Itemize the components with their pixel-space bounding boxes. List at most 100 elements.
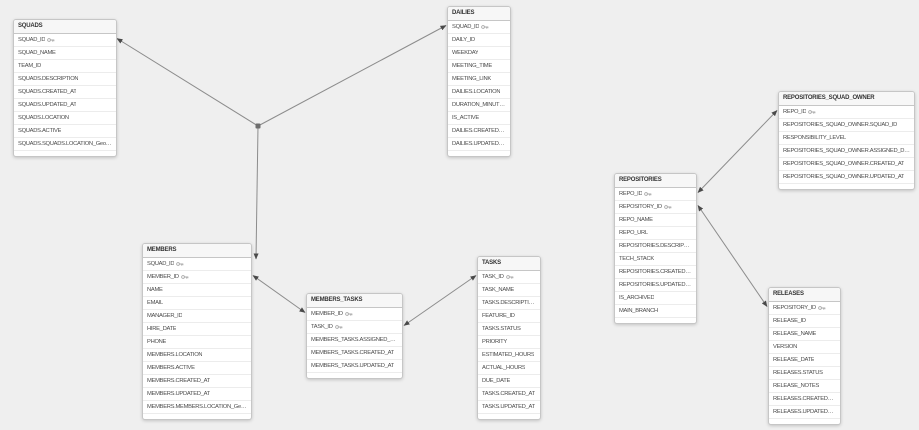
relationship-line-junction-to-dailies[interactable] <box>257 25 447 127</box>
field-row-squads-5[interactable]: SQUADS.UPDATED_AT <box>14 99 116 112</box>
relationship-line-members_tasks-to-tasks[interactable] <box>403 275 477 326</box>
field-row-dailies-1[interactable]: DAILY_ID <box>448 34 510 47</box>
field-row-tasks-0[interactable]: TASK_ID <box>478 271 540 284</box>
field-row-repositories_squad_owner-2[interactable]: RESPONSIBILITY_LEVEL <box>779 132 914 145</box>
relationship-line-junction-to-members[interactable] <box>253 125 259 260</box>
field-row-tasks-8[interactable]: DUE_DATE <box>478 375 540 388</box>
field-row-members-6[interactable]: PHONE <box>143 336 251 349</box>
table-title-members[interactable]: MEMBERS <box>143 244 251 258</box>
field-row-members_tasks-0[interactable]: MEMBER_ID <box>307 308 402 321</box>
relationship-line-squads-to-junction[interactable] <box>116 38 259 127</box>
field-row-members-11[interactable]: MEMBERS.MEMBERS.LOCATION_GeoInfo <box>143 401 251 414</box>
field-row-members_tasks-4[interactable]: MEMBERS_TASKS.UPDATED_AT <box>307 360 402 373</box>
field-row-members-3[interactable]: EMAIL <box>143 297 251 310</box>
field-row-dailies-6[interactable]: DURATION_MINUTES <box>448 99 510 112</box>
field-row-members-5[interactable]: HIRE_DATE <box>143 323 251 336</box>
field-row-releases-6[interactable]: RELEASE_NOTES <box>769 380 840 393</box>
table-title-repositories_squad_owner[interactable]: REPOSITORIES_SQUAD_OWNER <box>779 92 914 106</box>
field-row-repositories-1[interactable]: REPOSITORY_ID <box>615 201 696 214</box>
field-row-squads-1[interactable]: SQUAD_NAME <box>14 47 116 60</box>
field-row-tasks-3[interactable]: FEATURE_ID <box>478 310 540 323</box>
field-row-members-2[interactable]: NAME <box>143 284 251 297</box>
field-row-dailies-3[interactable]: MEETING_TIME <box>448 60 510 73</box>
field-row-members-10[interactable]: MEMBERS.UPDATED_AT <box>143 388 251 401</box>
table-title-squads[interactable]: SQUADS <box>14 20 116 34</box>
field-row-repositories-4[interactable]: REPOSITORIES.DESCRIPTION <box>615 240 696 253</box>
field-row-dailies-4[interactable]: MEETING_LINK <box>448 73 510 86</box>
field-row-repositories_squad_owner-0[interactable]: REPO_ID <box>779 106 914 119</box>
field-row-squads-8[interactable]: SQUADS.SQUADS.LOCATION_GeoInfo <box>14 138 116 151</box>
field-row-dailies-5[interactable]: DAILIES.LOCATION <box>448 86 510 99</box>
field-name: RELEASE_NAME <box>773 331 817 337</box>
relationship-line-members-to-members_tasks[interactable] <box>252 275 306 313</box>
field-row-repositories-5[interactable]: TECH_STACK <box>615 253 696 266</box>
field-row-squads-0[interactable]: SQUAD_ID <box>14 34 116 47</box>
field-row-repositories_squad_owner-5[interactable]: REPOSITORIES_SQUAD_OWNER.UPDATED_AT <box>779 171 914 184</box>
field-row-repositories-2[interactable]: REPO_NAME <box>615 214 696 227</box>
field-row-repositories-3[interactable]: REPO_URL <box>615 227 696 240</box>
field-row-repositories-7[interactable]: REPOSITORIES.UPDATED_AT <box>615 279 696 292</box>
field-row-dailies-7[interactable]: IS_ACTIVE <box>448 112 510 125</box>
table-title-releases[interactable]: RELEASES <box>769 288 840 302</box>
field-row-members_tasks-3[interactable]: MEMBERS_TASKS.CREATED_AT <box>307 347 402 360</box>
field-row-members-4[interactable]: MANAGER_ID <box>143 310 251 323</box>
field-row-tasks-4[interactable]: TASKS.STATUS <box>478 323 540 336</box>
field-row-repositories-0[interactable]: REPO_ID <box>615 188 696 201</box>
table-title-repositories[interactable]: REPOSITORIES <box>615 174 696 188</box>
field-row-dailies-8[interactable]: DAILIES.CREATED_AT <box>448 125 510 138</box>
field-row-releases-1[interactable]: RELEASE_ID <box>769 315 840 328</box>
field-row-members-1[interactable]: MEMBER_ID <box>143 271 251 284</box>
relationship-line-repositories-to-releases[interactable] <box>697 205 768 307</box>
field-row-repositories-8[interactable]: IS_ARCHIVED <box>615 292 696 305</box>
table-title-members_tasks[interactable]: MEMBERS_TASKS <box>307 294 402 308</box>
field-row-releases-3[interactable]: VERSION <box>769 341 840 354</box>
field-row-members-7[interactable]: MEMBERS.LOCATION <box>143 349 251 362</box>
field-row-tasks-6[interactable]: ESTIMATED_HOURS <box>478 349 540 362</box>
field-row-releases-2[interactable]: RELEASE_NAME <box>769 328 840 341</box>
field-row-tasks-7[interactable]: ACTUAL_HOURS <box>478 362 540 375</box>
field-row-releases-4[interactable]: RELEASE_DATE <box>769 354 840 367</box>
field-row-tasks-10[interactable]: TASKS.UPDATED_AT <box>478 401 540 414</box>
field-row-members_tasks-1[interactable]: TASK_ID <box>307 321 402 334</box>
field-row-releases-8[interactable]: RELEASES.UPDATED_AT <box>769 406 840 419</box>
field-row-repositories-9[interactable]: MAIN_BRANCH <box>615 305 696 318</box>
field-row-dailies-2[interactable]: WEEKDAY <box>448 47 510 60</box>
field-row-members-0[interactable]: SQUAD_ID <box>143 258 251 271</box>
field-row-releases-0[interactable]: REPOSITORY_ID <box>769 302 840 315</box>
field-row-squads-3[interactable]: SQUADS.DESCRIPTION <box>14 73 116 86</box>
table-title-tasks[interactable]: TASKS <box>478 257 540 271</box>
field-row-members_tasks-2[interactable]: MEMBERS_TASKS.ASSIGNED_DATE <box>307 334 402 347</box>
field-name: REPOSITORIES.CREATED_AT <box>619 269 692 275</box>
field-row-squads-6[interactable]: SQUADS.LOCATION <box>14 112 116 125</box>
field-row-squads-2[interactable]: TEAM_ID <box>14 60 116 73</box>
field-row-repositories-6[interactable]: REPOSITORIES.CREATED_AT <box>615 266 696 279</box>
relationship-line-repositories-to-squad_owner[interactable] <box>697 110 778 193</box>
field-row-dailies-9[interactable]: DAILIES.UPDATED_AT <box>448 138 510 151</box>
field-row-squads-7[interactable]: SQUADS.ACTIVE <box>14 125 116 138</box>
field-row-tasks-9[interactable]: TASKS.CREATED_AT <box>478 388 540 401</box>
field-name: SQUADS.ACTIVE <box>18 128 62 134</box>
field-row-releases-7[interactable]: RELEASES.CREATED_AT <box>769 393 840 406</box>
field-row-squads-4[interactable]: SQUADS.CREATED_AT <box>14 86 116 99</box>
field-row-releases-5[interactable]: RELEASES.STATUS <box>769 367 840 380</box>
field-row-dailies-0[interactable]: SQUAD_ID <box>448 21 510 34</box>
field-row-tasks-2[interactable]: TASKS.DESCRIPTION <box>478 297 540 310</box>
field-row-members-8[interactable]: MEMBERS.ACTIVE <box>143 362 251 375</box>
field-row-repositories_squad_owner-1[interactable]: REPOSITORIES_SQUAD_OWNER.SQUAD_ID <box>779 119 914 132</box>
field-row-repositories_squad_owner-3[interactable]: REPOSITORIES_SQUAD_OWNER.ASSIGNED_DATE <box>779 145 914 158</box>
field-row-repositories_squad_owner-4[interactable]: REPOSITORIES_SQUAD_OWNER.CREATED_AT <box>779 158 914 171</box>
field-name: TASKS.DESCRIPTION <box>482 300 536 306</box>
field-row-members-9[interactable]: MEMBERS.CREATED_AT <box>143 375 251 388</box>
field-row-tasks-1[interactable]: TASK_NAME <box>478 284 540 297</box>
field-row-tasks-5[interactable]: PRIORITY <box>478 336 540 349</box>
table-title-dailies[interactable]: DAILIES <box>448 7 510 21</box>
